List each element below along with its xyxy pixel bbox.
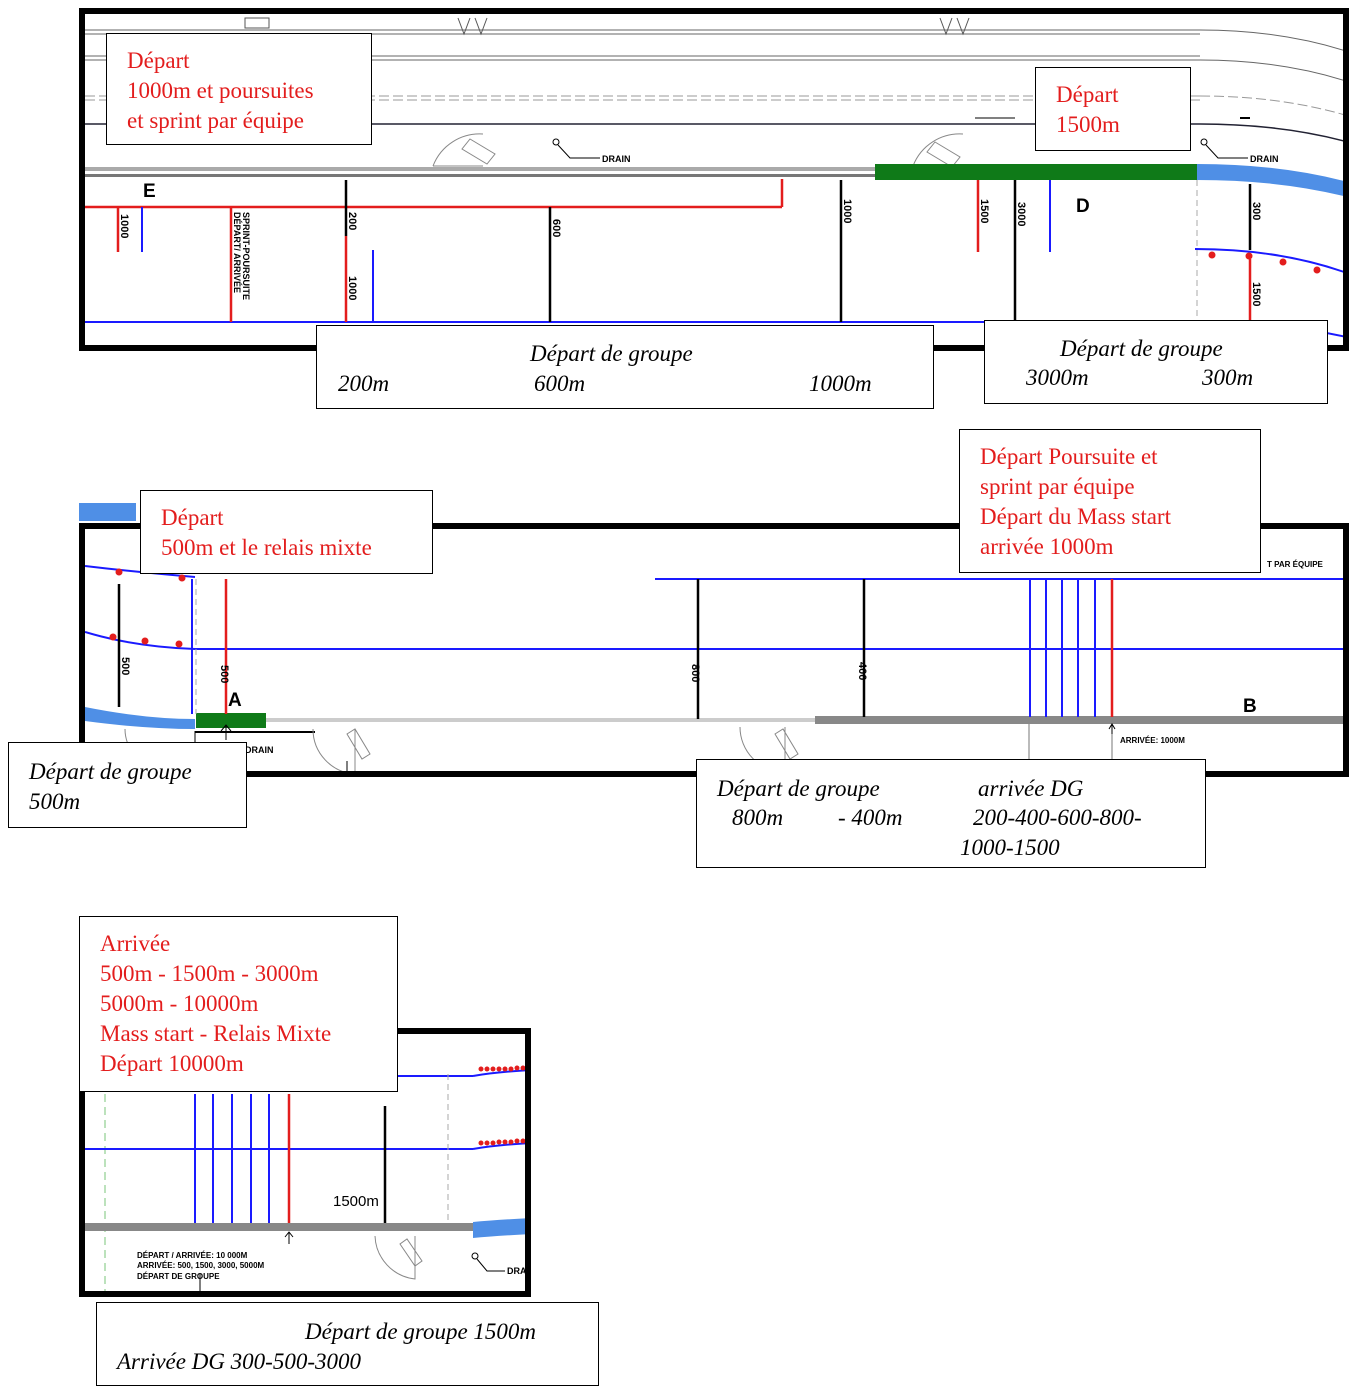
distance-label: 800m (732, 805, 784, 830)
zone-label-b: B (1243, 696, 1257, 717)
callout-line: sprint par équipe (980, 474, 1135, 499)
distance-label: - 400m (838, 805, 903, 830)
callout-line: 5000m - 10000m (100, 991, 259, 1016)
callout-title: Départ de groupe (29, 759, 192, 784)
distance-1500m-label: 1500m (333, 1193, 379, 1210)
marker-label-1500: 1500 (978, 199, 990, 223)
drain-label: DRAIN (1250, 154, 1279, 164)
zone-label-e: E (143, 181, 156, 202)
distance-label: 1000-1500 (960, 835, 1060, 860)
note-finish-distances: ARRIVÉE: 500, 1500, 3000, 5000M (137, 1261, 265, 1270)
note-start-finish-10000: DÉPART / ARRIVÉE: 10 000M (137, 1251, 248, 1260)
callout-line: Mass start - Relais Mixte (100, 1021, 332, 1046)
drain-label: DRAIN (245, 745, 274, 755)
distance-label: 500m (29, 789, 81, 814)
team-sprint-label: T PAR ÉQUIPE (1267, 560, 1324, 569)
zone-label-a: A (228, 690, 242, 711)
callout-finish-title: arrivée DG (978, 776, 1084, 801)
distance-label: 600m (534, 371, 586, 396)
distance-label: 200m (338, 371, 390, 396)
callout-line: Départ (127, 48, 190, 73)
distance-label: 300m (1202, 365, 1254, 390)
marker-label-start-finish: DÉPART/ ARRIVÉE (232, 212, 242, 293)
callout-group-start-3000-300: Départ de groupe 3000m 300m (984, 320, 1328, 404)
start-zone-green (196, 713, 266, 728)
callout-start-1000m: Départ 1000m et poursuites et sprint par… (106, 33, 372, 145)
callout-line: Départ du Mass start (980, 504, 1171, 529)
callout-line: 1000m et poursuites (127, 78, 314, 103)
callout-line: Départ Poursuite et (980, 444, 1158, 469)
marker-label-600: 600 (550, 219, 562, 237)
callout-line: arrivée 1000m (980, 534, 1114, 559)
callout-subtitle: Arrivée DG 300-500-3000 (117, 1349, 362, 1374)
marker-label-300: 300 (1250, 202, 1262, 220)
callout-title: Départ de groupe (530, 341, 693, 366)
callout-line: 500m - 1500m - 3000m (100, 961, 319, 986)
rink-plan-middle-drawing: DRAIN ARRIVÉE: 1000M T PAR ÉQUIPE 500 50… (85, 560, 1343, 771)
distance-label: 3000m (1026, 365, 1089, 390)
marker-label-sprint-pursuit: SPRINT-POURSUITE (241, 212, 251, 300)
callout-group-start-200-600-1000: Départ de groupe 200m 600m 1000m (316, 325, 934, 409)
ice-blue-swatch (79, 503, 136, 521)
marker-label-800: 800 (689, 664, 701, 682)
marker-label-1000: 1000 (118, 214, 130, 238)
start-zone-green (875, 164, 1197, 180)
callout-title: Départ de groupe (717, 776, 880, 801)
drain-label: DRA (507, 1266, 527, 1276)
marker-label-500: 500 (119, 657, 131, 675)
drain-label: DRAIN (602, 154, 631, 164)
callout-start-1500m: Départ 1500m (1035, 67, 1191, 151)
note-group-start: DÉPART DE GROUPE (137, 1272, 220, 1281)
callout-title: Départ de groupe (1060, 336, 1223, 361)
marker-label-500: 500 (218, 665, 230, 683)
callout-group-start-800-400: Départ de groupe arrivée DG 800m - 400m … (696, 759, 1206, 868)
callout-finish-distances: Arrivée 500m - 1500m - 3000m 5000m - 100… (79, 916, 398, 1092)
callout-line: Départ 10000m (100, 1051, 244, 1076)
distance-label: 1000m (809, 371, 872, 396)
marker-label-3000: 3000 (1015, 202, 1027, 226)
marker-label-1500: 1500 (1250, 282, 1262, 306)
marker-label-1000: 1000 (346, 276, 358, 300)
callout-title: Départ de groupe 1500m (305, 1319, 537, 1344)
marker-label-200: 200 (346, 212, 358, 230)
callout-line: 1500m (1056, 112, 1120, 137)
callout-group-start-500m: Départ de groupe 500m (8, 742, 247, 828)
finish-1000m-label: ARRIVÉE: 1000M (1120, 736, 1185, 745)
callout-start-pursuit-mass-start: Départ Poursuite et sprint par équipe Dé… (959, 429, 1261, 573)
callout-group-start-1500m: Départ de groupe 1500m Arrivée DG 300-50… (96, 1302, 599, 1386)
distance-label: 200-400-600-800- (973, 805, 1142, 830)
zone-label-d: D (1076, 196, 1090, 217)
callout-line: Départ (161, 505, 224, 530)
callout-line: et sprint par équipe (127, 108, 304, 133)
callout-line: Arrivée (100, 931, 171, 956)
callout-start-500m-mixed-relay: Départ 500m et le relais mixte (140, 490, 433, 574)
callout-line: Départ (1056, 82, 1119, 107)
marker-label-400: 400 (856, 662, 868, 680)
callout-line: 500m et le relais mixte (161, 535, 372, 560)
marker-label-1000: 1000 (841, 199, 853, 223)
